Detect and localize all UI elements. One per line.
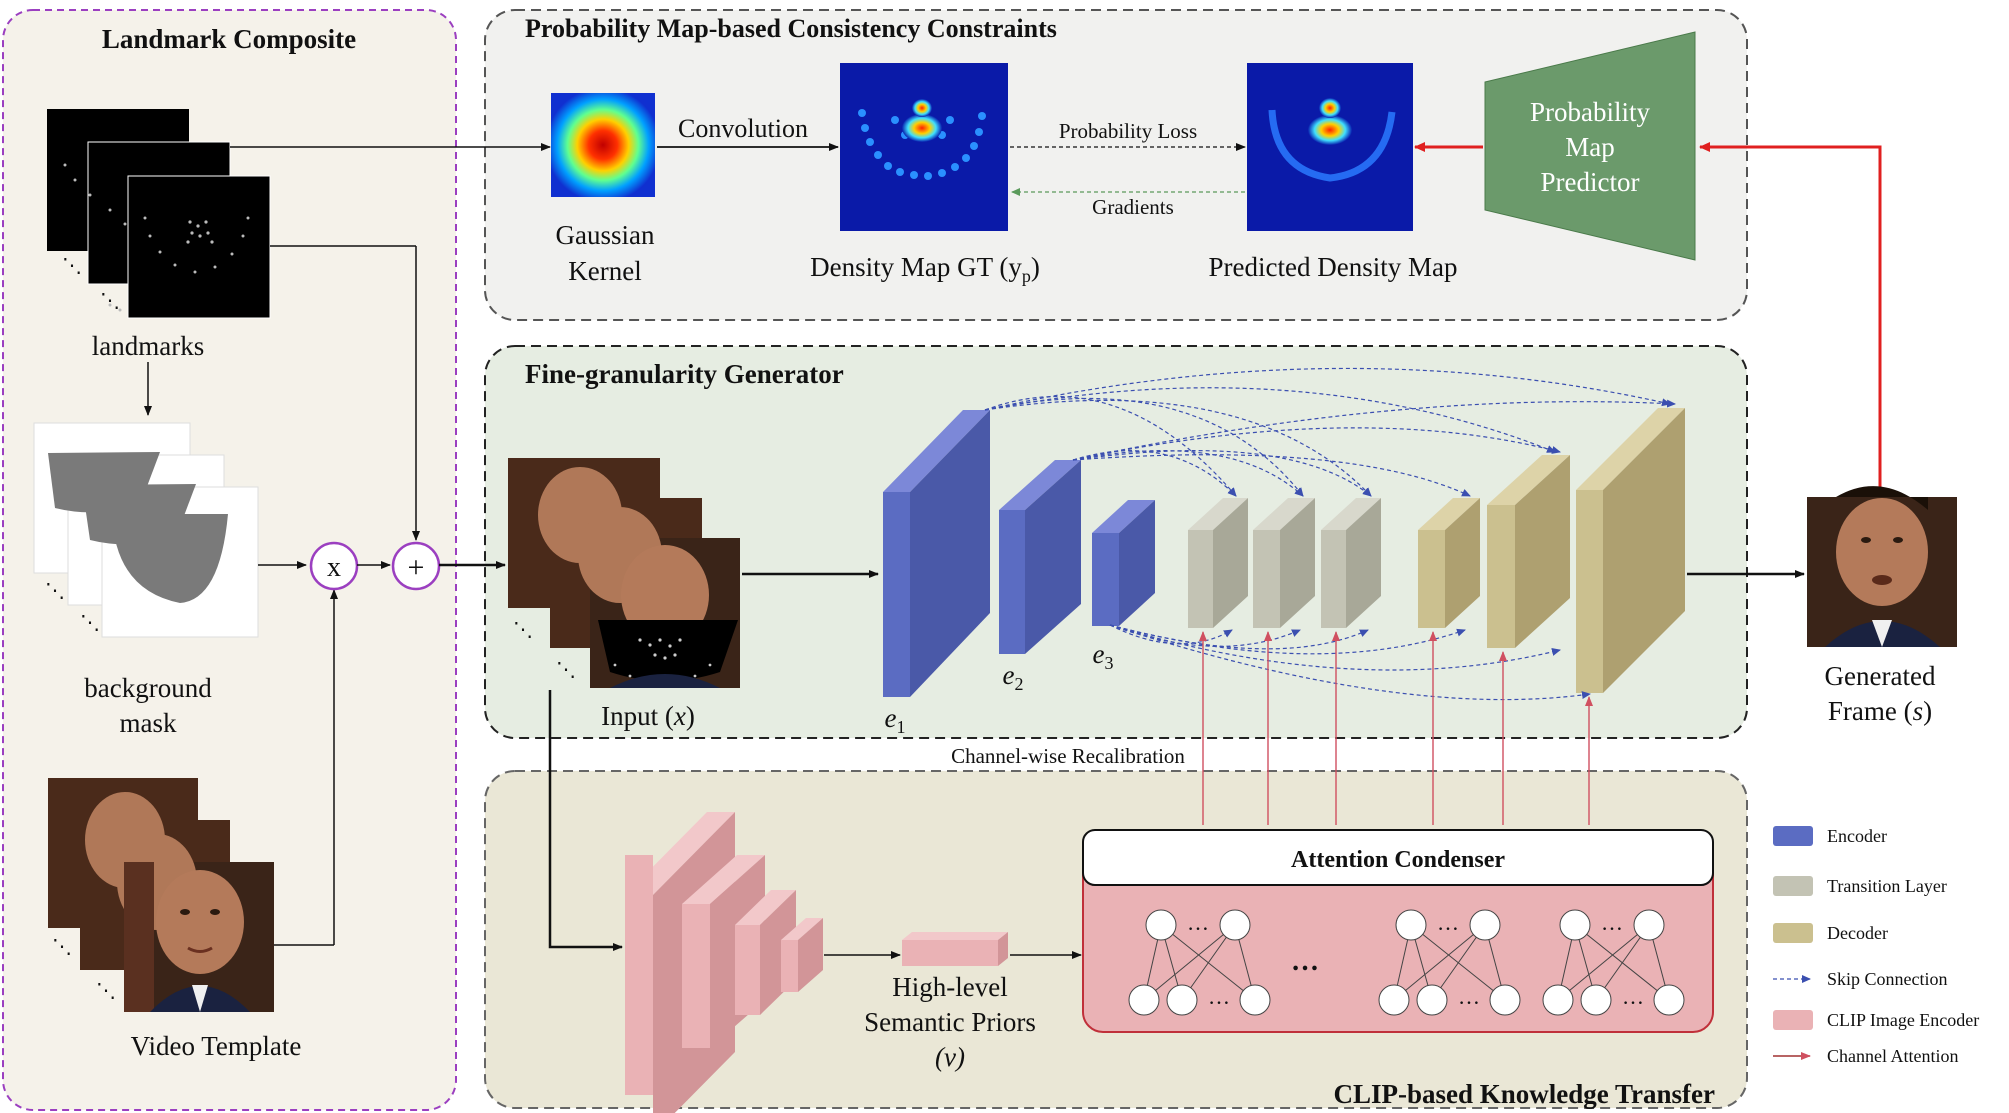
gaussian-label-1: Gaussian [556, 220, 655, 250]
e3-label: e3 [1093, 639, 1114, 673]
mask-stack: ⋱ ⋱ [33, 422, 259, 638]
svg-text:⋱: ⋱ [513, 619, 533, 641]
semantic-priors-bar [902, 932, 1008, 966]
density-gt-label: Density Map GT (yp) [810, 252, 1040, 286]
generated-frame [1807, 486, 1957, 647]
transition-layer-2 [1253, 498, 1315, 628]
channel-attention-arrows [1199, 631, 1593, 825]
generated-frame-label-1: Generated [1825, 661, 1936, 691]
svg-text:⋱: ⋱ [100, 290, 120, 312]
video-template-label: Video Template [131, 1031, 302, 1061]
probability-title: Probability Map-based Consistency Constr… [525, 14, 1057, 43]
graph-dots-1: … [1187, 910, 1209, 935]
legend-label-skip: Skip Connection [1827, 969, 1948, 989]
legend: Encoder Transition Layer Decoder Skip Co… [1773, 826, 1979, 1066]
legend-label-attention: Channel Attention [1827, 1046, 1958, 1066]
landmarks-label: landmarks [92, 331, 204, 361]
legend-swatch-transition [1773, 876, 1813, 896]
encoder-block-e1 [883, 410, 990, 697]
generator-title: Fine-granularity Generator [525, 359, 844, 389]
encoder-block-e2 [999, 460, 1081, 654]
face-thumb [85, 792, 250, 1012]
graph-dots-3: … [1437, 910, 1459, 935]
decoder-block-2 [1487, 455, 1570, 648]
svg-text:⋱: ⋱ [80, 612, 100, 634]
predictor-label-3: Predictor [1541, 167, 1640, 197]
svg-text:⋱: ⋱ [96, 980, 116, 1002]
svg-text:⋱: ⋱ [556, 659, 576, 681]
svg-text:⋱: ⋱ [52, 936, 72, 958]
landmark-title: Landmark Composite [102, 24, 356, 54]
predicted-density-map [1247, 63, 1413, 231]
legend-label-clip: CLIP Image Encoder [1827, 1010, 1979, 1030]
gaussian-label-2: Kernel [568, 256, 641, 286]
decoder-block-3 [1576, 408, 1685, 693]
priors-label-3: (v) [935, 1042, 965, 1072]
clip-title: CLIP-based Knowledge Transfer [1333, 1079, 1715, 1109]
predictor-label-1: Probability [1530, 97, 1650, 127]
svg-text:⋱: ⋱ [45, 580, 65, 602]
skip-connections [984, 367, 1676, 701]
clip-image-encoder [625, 812, 823, 1113]
transition-layer-3 [1321, 498, 1381, 628]
legend-label-transition: Transition Layer [1827, 876, 1947, 896]
multiply-op [309, 541, 359, 591]
e1-label: e1 [885, 703, 906, 737]
legend-swatch-encoder [1773, 826, 1813, 846]
mask-label-2: mask [120, 708, 177, 738]
e2-label: e2 [1003, 660, 1024, 694]
attention-condenser-label: Attention Condenser [1291, 847, 1505, 873]
generated-frame-label-2: Frame (s) [1828, 696, 1932, 726]
legend-swatch-decoder [1773, 923, 1813, 943]
video-template-stack: ⋱ ⋱ [48, 778, 274, 1012]
input-stack: ⋱ ⋱ [508, 458, 740, 688]
attention-graphs [1128, 909, 1685, 1016]
input-label: Input (x) [601, 701, 695, 731]
mask-label-1: background [84, 673, 212, 703]
landmark-stack: ⋱ ⋱ [47, 109, 271, 319]
density-map-gt [840, 63, 1008, 231]
graph-dots-6: … [1622, 984, 1644, 1009]
probability-map-predictor [1484, 31, 1696, 261]
priors-label-1: High-level [892, 972, 1007, 1002]
transition-layer-1 [1188, 498, 1248, 628]
probability-loss-label: Probability Loss [1059, 119, 1197, 143]
graph-ellipsis-between: … [1291, 946, 1319, 977]
priors-label-2: Semantic Priors [864, 1007, 1036, 1037]
legend-label-decoder: Decoder [1827, 923, 1888, 943]
recalibration-label: Channel-wise Recalibration [951, 744, 1185, 768]
graph-dots-2: … [1208, 984, 1230, 1009]
gaussian-kernel [551, 93, 655, 197]
predicted-density-label: Predicted Density Map [1209, 252, 1458, 282]
legend-label-encoder: Encoder [1827, 826, 1887, 846]
gradients-label: Gradients [1092, 195, 1174, 219]
graph-dots-5: … [1601, 910, 1623, 935]
encoder-block-e3 [1092, 500, 1155, 626]
graph-dots-4: … [1458, 984, 1480, 1009]
multiply-symbol: x [327, 552, 341, 583]
predictor-label-2: Map [1565, 132, 1615, 162]
add-symbol: + [408, 551, 425, 584]
decoder-block-1 [1418, 498, 1480, 628]
probability-panel [484, 9, 1748, 321]
convolution-label: Convolution [678, 114, 808, 143]
legend-swatch-clip [1773, 1010, 1813, 1030]
attention-condenser-header [1082, 829, 1714, 886]
svg-text:⋱: ⋱ [62, 255, 82, 277]
